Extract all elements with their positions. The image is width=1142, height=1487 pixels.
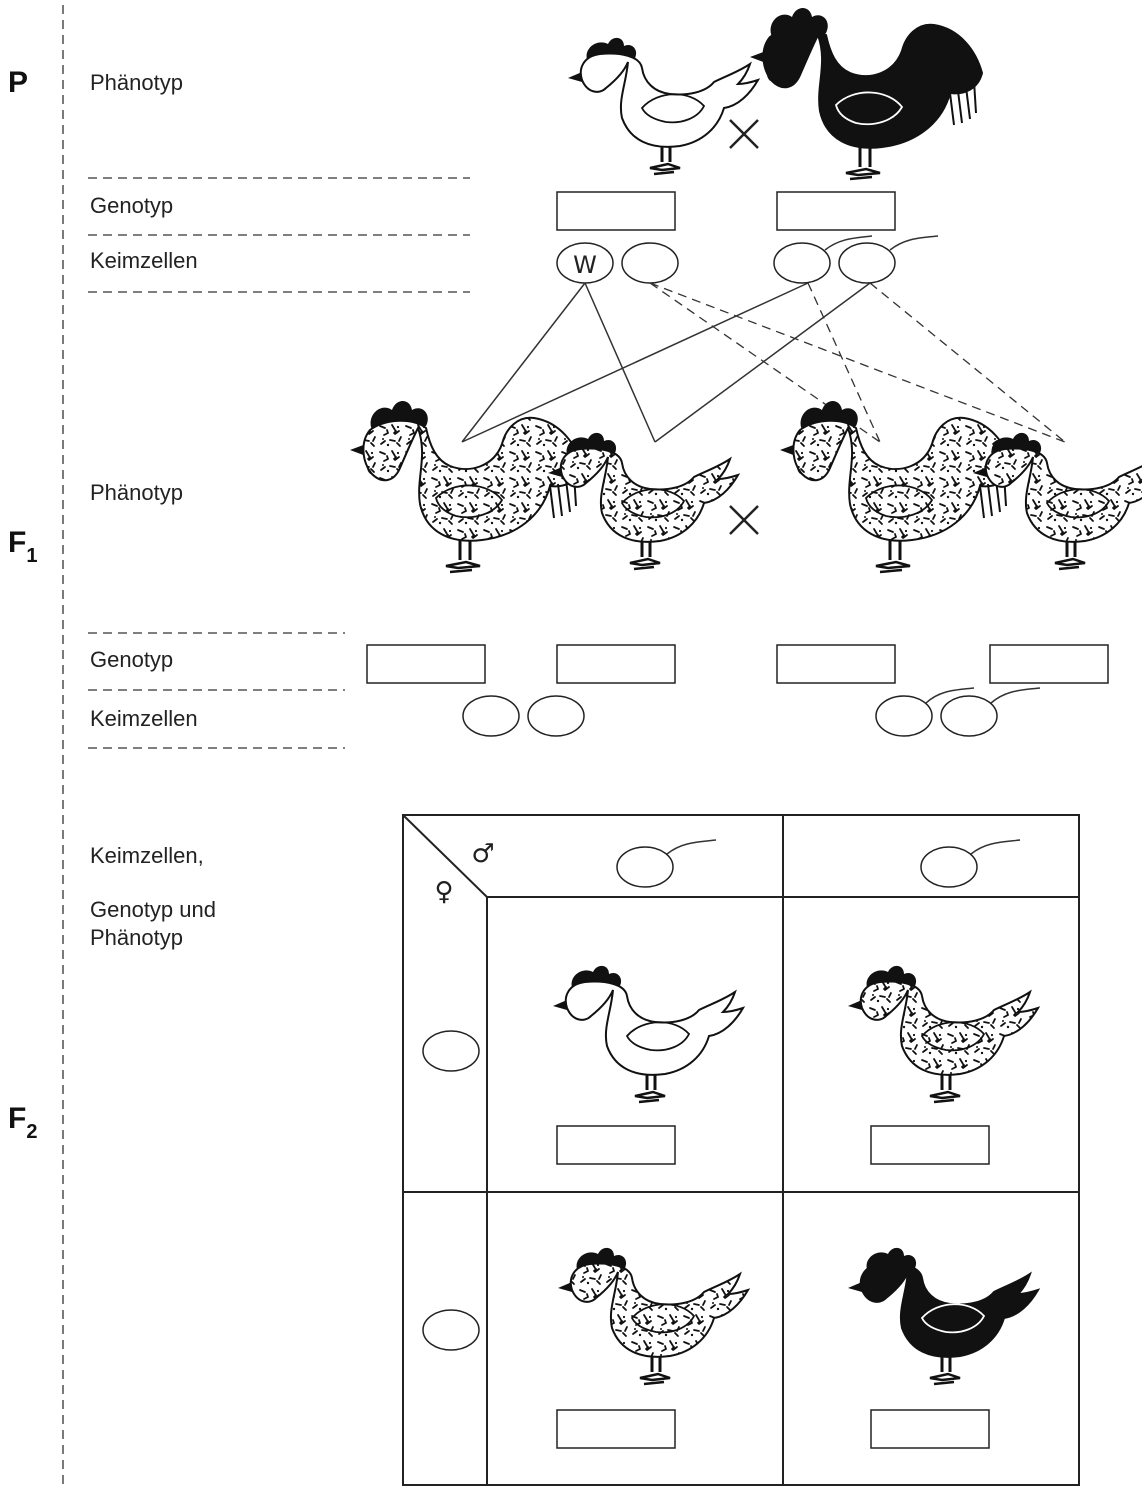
f1-sperm-cell[interactable] (940, 695, 998, 737)
f2-white-hen (553, 965, 746, 1104)
p-gametes-label: Keimzellen (90, 248, 198, 273)
f2-sperm-cell[interactable] (920, 846, 978, 888)
f2-label-line3: Phänotyp (90, 925, 183, 950)
f1-speckled-hen (548, 432, 741, 571)
f2-genotype-box[interactable] (556, 1125, 676, 1165)
f1-genotype-label: Genotyp (90, 647, 173, 672)
f2-egg-cell[interactable] (422, 1030, 480, 1072)
f2-label-line2: Genotyp und (90, 897, 216, 922)
sperm-tail (925, 687, 975, 704)
f1-genotype-box[interactable] (989, 644, 1109, 684)
f1-cross-icon (729, 505, 759, 535)
sperm-tail (666, 839, 717, 855)
f2-egg-cell[interactable] (422, 1309, 480, 1351)
f2-black-hen (848, 1247, 1041, 1386)
female-symbol: ♀ (434, 877, 453, 907)
f2-sperm-cell[interactable] (616, 846, 674, 888)
male-symbol: ♂ (471, 839, 494, 869)
sperm-tail (824, 235, 873, 251)
f1-genotype-box[interactable] (776, 644, 896, 684)
f2-genotype-box[interactable] (870, 1409, 990, 1449)
generation-f2-label: F2 (8, 1102, 37, 1143)
p-egg-cell-value: W (573, 251, 597, 279)
p-egg-cell[interactable] (621, 242, 679, 284)
f1-phenotype-label: Phänotyp (90, 480, 183, 505)
p-cross-icon (729, 119, 759, 149)
inheritance-lines (461, 282, 871, 443)
f1-gametes-label: Keimzellen (90, 706, 198, 731)
f1-egg-cell[interactable] (527, 695, 585, 737)
f2-genotype-box[interactable] (870, 1125, 990, 1165)
p-sperm-cell[interactable] (838, 242, 896, 284)
f1-sperm-cell[interactable] (875, 695, 933, 737)
p-black-rooster (750, 8, 984, 181)
generation-p-label: P (8, 66, 28, 99)
sperm-tail (889, 235, 939, 251)
p-genotype-box[interactable] (556, 191, 676, 231)
f2-speckled-hen (848, 965, 1041, 1104)
p-genotype-label: Genotyp (90, 193, 173, 218)
p-sperm-cell[interactable] (773, 242, 831, 284)
f2-genotype-box[interactable] (556, 1409, 676, 1449)
sperm-tail (990, 687, 1041, 704)
f2-label-line1: Keimzellen, (90, 843, 204, 868)
f2-speckled-hen (558, 1247, 751, 1386)
f1-genotype-box[interactable] (366, 644, 486, 684)
inheritance-lines-dashed (649, 282, 1066, 443)
f1-genotype-box[interactable] (556, 644, 676, 684)
sperm-tail (970, 839, 1021, 855)
p-phenotype-label: Phänotyp (90, 70, 183, 95)
generation-f1-label: F1 (8, 526, 37, 567)
f1-egg-cell[interactable] (462, 695, 520, 737)
punnett-square (402, 814, 1080, 1486)
f1-speckled-rooster (350, 401, 584, 574)
f1-speckled-rooster (780, 401, 1014, 574)
p-white-hen (568, 37, 761, 176)
p-genotype-box[interactable] (776, 191, 896, 231)
